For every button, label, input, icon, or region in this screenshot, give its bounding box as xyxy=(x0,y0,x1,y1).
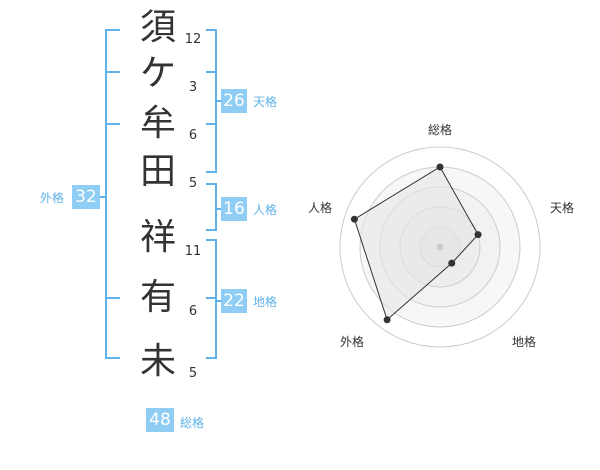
radar-label-jinkaku: 人格 xyxy=(308,201,333,215)
name-char-1: 須 xyxy=(139,7,176,48)
radar-label-gaikaku: 外格 xyxy=(340,335,365,349)
name-char-5: 祥 xyxy=(139,217,176,258)
stroke-count-3: 6 xyxy=(188,128,198,143)
radar-label-tenkaku: 天格 xyxy=(550,201,575,215)
stroke-count-4: 5 xyxy=(188,176,198,191)
stroke-count-7: 5 xyxy=(188,366,198,381)
name-char-7: 未 xyxy=(139,341,176,382)
gaikaku-label: 外格 xyxy=(40,191,65,205)
radar-chart xyxy=(339,146,541,348)
name-char-2: ケ xyxy=(139,53,176,94)
jinkaku-value: 16 xyxy=(221,197,247,221)
radar-center-dot xyxy=(436,243,444,251)
radar-shape xyxy=(353,166,479,321)
stroke-count-2: 3 xyxy=(188,80,198,95)
stroke-count-6: 6 xyxy=(188,304,198,319)
radar-label-chikaku: 地格 xyxy=(512,335,537,349)
chikaku-value: 22 xyxy=(221,289,247,313)
tenkaku-value: 26 xyxy=(221,89,247,113)
soukaku-value: 48 xyxy=(146,408,174,432)
radar-point-2 xyxy=(474,231,482,239)
gaikaku-bracket-ticks xyxy=(106,71,120,299)
radar-label-soukaku: 総格 xyxy=(428,123,453,137)
radar-point-1 xyxy=(436,163,444,171)
stroke-count-5: 11 xyxy=(184,244,202,259)
chikaku-label: 地格 xyxy=(253,295,278,309)
name-char-4: 田 xyxy=(139,151,176,192)
name-char-6: 有 xyxy=(139,277,176,318)
stroke-count-1: 12 xyxy=(184,32,202,47)
tenkaku-label: 天格 xyxy=(253,95,278,109)
radar-point-4 xyxy=(383,316,391,324)
tenkaku-bracket xyxy=(206,29,217,173)
soukaku-label: 総格 xyxy=(180,416,205,430)
radar-point-3 xyxy=(448,259,456,267)
jinkaku-label: 人格 xyxy=(253,203,278,217)
jinkaku-bracket xyxy=(206,183,217,231)
gaikaku-value: 32 xyxy=(72,185,100,209)
name-char-3: 牟 xyxy=(139,103,176,144)
gaikaku-bracket xyxy=(105,29,120,359)
radar-point-5 xyxy=(350,215,358,223)
